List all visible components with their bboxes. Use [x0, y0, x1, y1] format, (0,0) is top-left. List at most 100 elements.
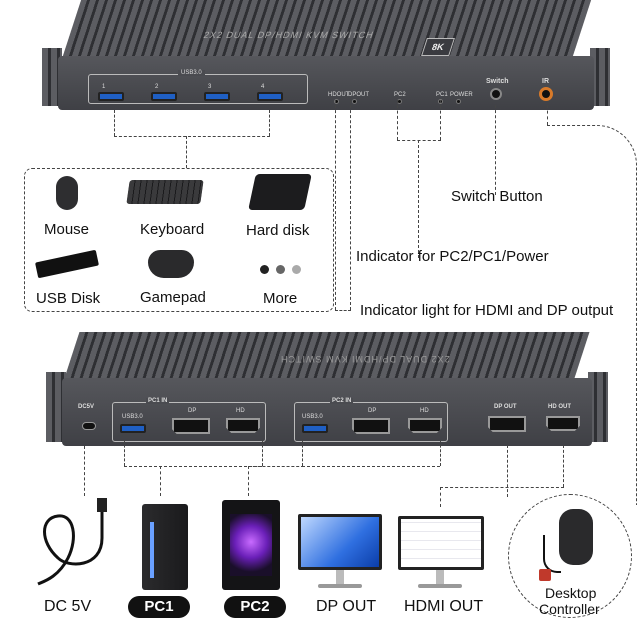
connector-line — [186, 136, 187, 168]
dp-out-label: DP OUT — [494, 404, 517, 410]
pc2-group-label: PC2 IN — [330, 398, 354, 404]
peripheral-label: More — [263, 290, 298, 307]
connector-line — [124, 466, 262, 467]
callout-indicator-pc: Indicator for PC2/PC1/Power — [356, 248, 549, 265]
connector-line — [440, 487, 564, 488]
peripheral-label: Gamepad — [140, 289, 206, 306]
connector-line — [350, 100, 351, 310]
usb-port — [98, 92, 124, 101]
hdmi-out-port — [546, 416, 580, 431]
hdmi-monitor-icon — [398, 516, 484, 570]
connector-line — [440, 100, 441, 140]
led-hdout — [334, 99, 339, 104]
callout-indicator-output: Indicator light for HDMI and DP output — [360, 302, 614, 319]
desktop-controller-icon — [559, 509, 593, 565]
pc2-usb-port — [302, 424, 328, 433]
peripheral-label: USB Disk — [36, 290, 101, 307]
usb-group-label: USB3.0 — [178, 70, 205, 76]
connector-line — [440, 487, 441, 507]
connector-line — [124, 440, 125, 466]
controller-caption-line1: Desktop — [545, 585, 597, 601]
usb-port-number: 3 — [208, 84, 212, 90]
device-bottom-label: 2X2 DUAL DP/HDMI KVM SWITCH — [280, 354, 450, 364]
dc-cable-icon — [37, 498, 107, 586]
pc2-hd-label: HD — [420, 408, 429, 414]
led-dpout — [352, 99, 357, 104]
dp-out-port — [488, 416, 526, 432]
heat-sink-fins — [62, 0, 592, 56]
dc-label: DC 5V — [44, 598, 92, 615]
more-dots-icon — [260, 265, 310, 275]
pc1-dp-port — [172, 418, 210, 434]
connector-line — [547, 105, 548, 125]
connector-line — [160, 466, 161, 496]
connector-line — [507, 445, 508, 497]
keyboard-icon — [126, 180, 204, 204]
badge-8k: 8K — [421, 38, 455, 56]
hdmi-monitor-base — [418, 584, 462, 588]
connector-line — [114, 136, 270, 137]
ir-receiver-icon — [539, 569, 551, 581]
hdmi-out-caption: HDMI OUT — [404, 598, 484, 615]
peripheral-label: Hard disk — [246, 222, 310, 239]
connector-line — [440, 440, 441, 466]
ir-label: IR — [542, 78, 549, 85]
indicator-label-power: POWER — [450, 92, 473, 98]
connector-line — [114, 110, 115, 136]
peripheral-label: Keyboard — [140, 221, 205, 238]
controller-cable — [543, 535, 561, 573]
usb-port — [257, 92, 283, 101]
connector-line — [262, 440, 263, 466]
ir-port — [539, 87, 553, 101]
connector-line — [397, 140, 441, 141]
indicator-label-pc1: PC1 — [436, 92, 448, 98]
back-panel: DC5V PC1 IN USB3.0 DP HD PC2 IN USB3.0 D… — [62, 378, 592, 446]
pc2-group-frame — [294, 402, 448, 442]
peripheral-label: Mouse — [44, 221, 90, 238]
indicator-label-dpout: DPOUT — [348, 92, 369, 98]
connector-line — [397, 100, 398, 140]
connector-line — [269, 110, 270, 136]
connector-line — [302, 466, 440, 467]
dp-monitor-base — [318, 584, 362, 588]
heat-sink-side-right — [590, 48, 610, 106]
ir-cable-path — [547, 125, 637, 505]
connector-line — [84, 446, 85, 496]
heat-sink-side-right — [588, 372, 608, 442]
connector-line — [418, 140, 419, 258]
pc2-usb-label: USB3.0 — [302, 414, 323, 420]
hdmi-monitor-stand — [436, 570, 444, 584]
pc1-hd-label: HD — [236, 408, 245, 414]
usb-port-number: 2 — [155, 84, 159, 90]
connector-line — [335, 310, 351, 311]
controller-caption-line2: Controller — [539, 601, 600, 617]
pc2-dp-port — [352, 418, 390, 434]
connector-line — [248, 466, 304, 467]
usb-port — [204, 92, 230, 101]
usb-port-number: 1 — [102, 84, 106, 90]
pc1-tower-icon — [142, 504, 188, 590]
heat-sink-side-left — [42, 48, 62, 106]
connector-line — [248, 466, 249, 496]
pc1-usb-label: USB3.0 — [122, 414, 143, 420]
connector-line — [302, 440, 303, 466]
front-panel: USB3.0 1 2 3 4 HDOUT DPOUT PC2 PC1 POWER… — [58, 56, 594, 110]
usb-port-number: 4 — [261, 84, 265, 90]
pc1-pill: PC1 — [128, 596, 190, 618]
switch-button[interactable] — [490, 88, 502, 100]
dp-out-caption: DP OUT — [316, 598, 377, 615]
pc1-usb-port — [120, 424, 146, 433]
pc2-pill: PC2 — [224, 596, 286, 618]
connector-line — [335, 100, 336, 310]
kvm-switch-front-top: USB3.0 1 2 3 4 HDOUT DPOUT PC2 PC1 POWER… — [0, 0, 640, 115]
peripherals-box — [24, 168, 334, 312]
device-top-label: 2X2 DUAL DP/HDMI KVM SWITCH — [202, 30, 376, 40]
pc1-dp-label: DP — [188, 408, 197, 414]
usb-port — [151, 92, 177, 101]
indicator-label-pc2: PC2 — [394, 92, 406, 98]
desktop-controller-circle: Desktop Controller — [508, 494, 632, 618]
pc2-hdmi-port — [408, 418, 442, 433]
gamepad-icon — [148, 250, 194, 278]
pc2-tower-icon — [222, 500, 280, 590]
hard-disk-icon — [248, 174, 312, 210]
